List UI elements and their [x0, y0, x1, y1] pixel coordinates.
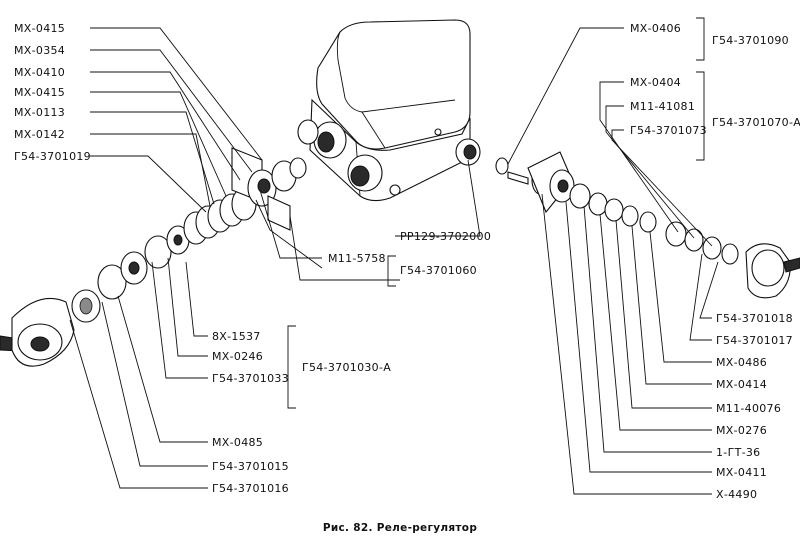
label-mx-0406: МХ-0406 — [630, 22, 681, 35]
label-m11-40076: М11-40076 — [716, 402, 781, 415]
labels-right-top: МХ-0406 МХ-0404 М11-41081 Г54-3701073 Г5… — [630, 22, 800, 137]
labels-bottom-right: Г54-3701018 Г54-3701017 МХ-0486 МХ-0414 … — [716, 312, 793, 501]
label-mx-0486: МХ-0486 — [716, 356, 767, 369]
label-1-gt-36: 1-ГТ-36 — [716, 446, 760, 459]
label-mx-0276: МХ-0276 — [716, 424, 767, 437]
label-g54-3701017: Г54-3701017 — [716, 334, 793, 347]
label-mx-0410: МХ-0410 — [14, 66, 65, 79]
label-mx-0414: МХ-0414 — [716, 378, 767, 391]
label-g54-3701019: Г54-3701019 — [14, 150, 91, 163]
label-g54-3701030-a: Г54-3701030-А — [302, 361, 391, 374]
label-g54-3701073: Г54-3701073 — [630, 124, 707, 137]
label-mx-0404: МХ-0404 — [630, 76, 681, 89]
left-cable-assembly — [0, 147, 307, 367]
right-cable-assembly — [495, 151, 800, 299]
label-pp129-3702000: РР129-3702000 — [400, 230, 491, 243]
label-mx-0415-b: МХ-0415 — [14, 86, 65, 99]
label-g54-3701015: Г54-3701015 — [212, 460, 289, 473]
label-g54-3701016: Г54-3701016 — [212, 482, 289, 495]
label-mx-0246: МХ-0246 — [212, 350, 263, 363]
regulator-housing — [297, 19, 481, 202]
label-g54-3701090: Г54-3701090 — [712, 34, 789, 47]
label-mx-0142: МХ-0142 — [14, 128, 65, 141]
label-mx-0113: МХ-0113 — [14, 106, 65, 119]
label-mx-0354: МХ-0354 — [14, 44, 65, 57]
label-g54-3701033: Г54-3701033 — [212, 372, 289, 385]
labels-bottom-left: 8Х-1537 МХ-0246 Г54-3701033 Г54-3701030-… — [212, 330, 391, 495]
label-g54-3701070-a: Г54-3701070-А — [712, 116, 800, 129]
label-mx-0485: МХ-0485 — [212, 436, 263, 449]
leader-lines — [69, 17, 719, 495]
label-x-4490: Х-4490 — [716, 488, 757, 501]
label-g54-3701018: Г54-3701018 — [716, 312, 793, 325]
label-8x-1537: 8Х-1537 — [212, 330, 261, 343]
label-m11-5758: М11-5758 — [328, 252, 386, 265]
labels-center: РР129-3702000 М11-5758 Г54-3701060 — [328, 230, 491, 277]
label-mx-0415-a: МХ-0415 — [14, 22, 65, 35]
label-g54-3701060: Г54-3701060 — [400, 264, 477, 277]
labels-left: МХ-0415 МХ-0354 МХ-0410 МХ-0415 МХ-0113 … — [14, 22, 91, 163]
label-m11-41081: М11-41081 — [630, 100, 695, 113]
label-mx-0411: МХ-0411 — [716, 466, 767, 479]
figure-caption: Рис. 82. Реле-регулятор — [323, 522, 477, 534]
